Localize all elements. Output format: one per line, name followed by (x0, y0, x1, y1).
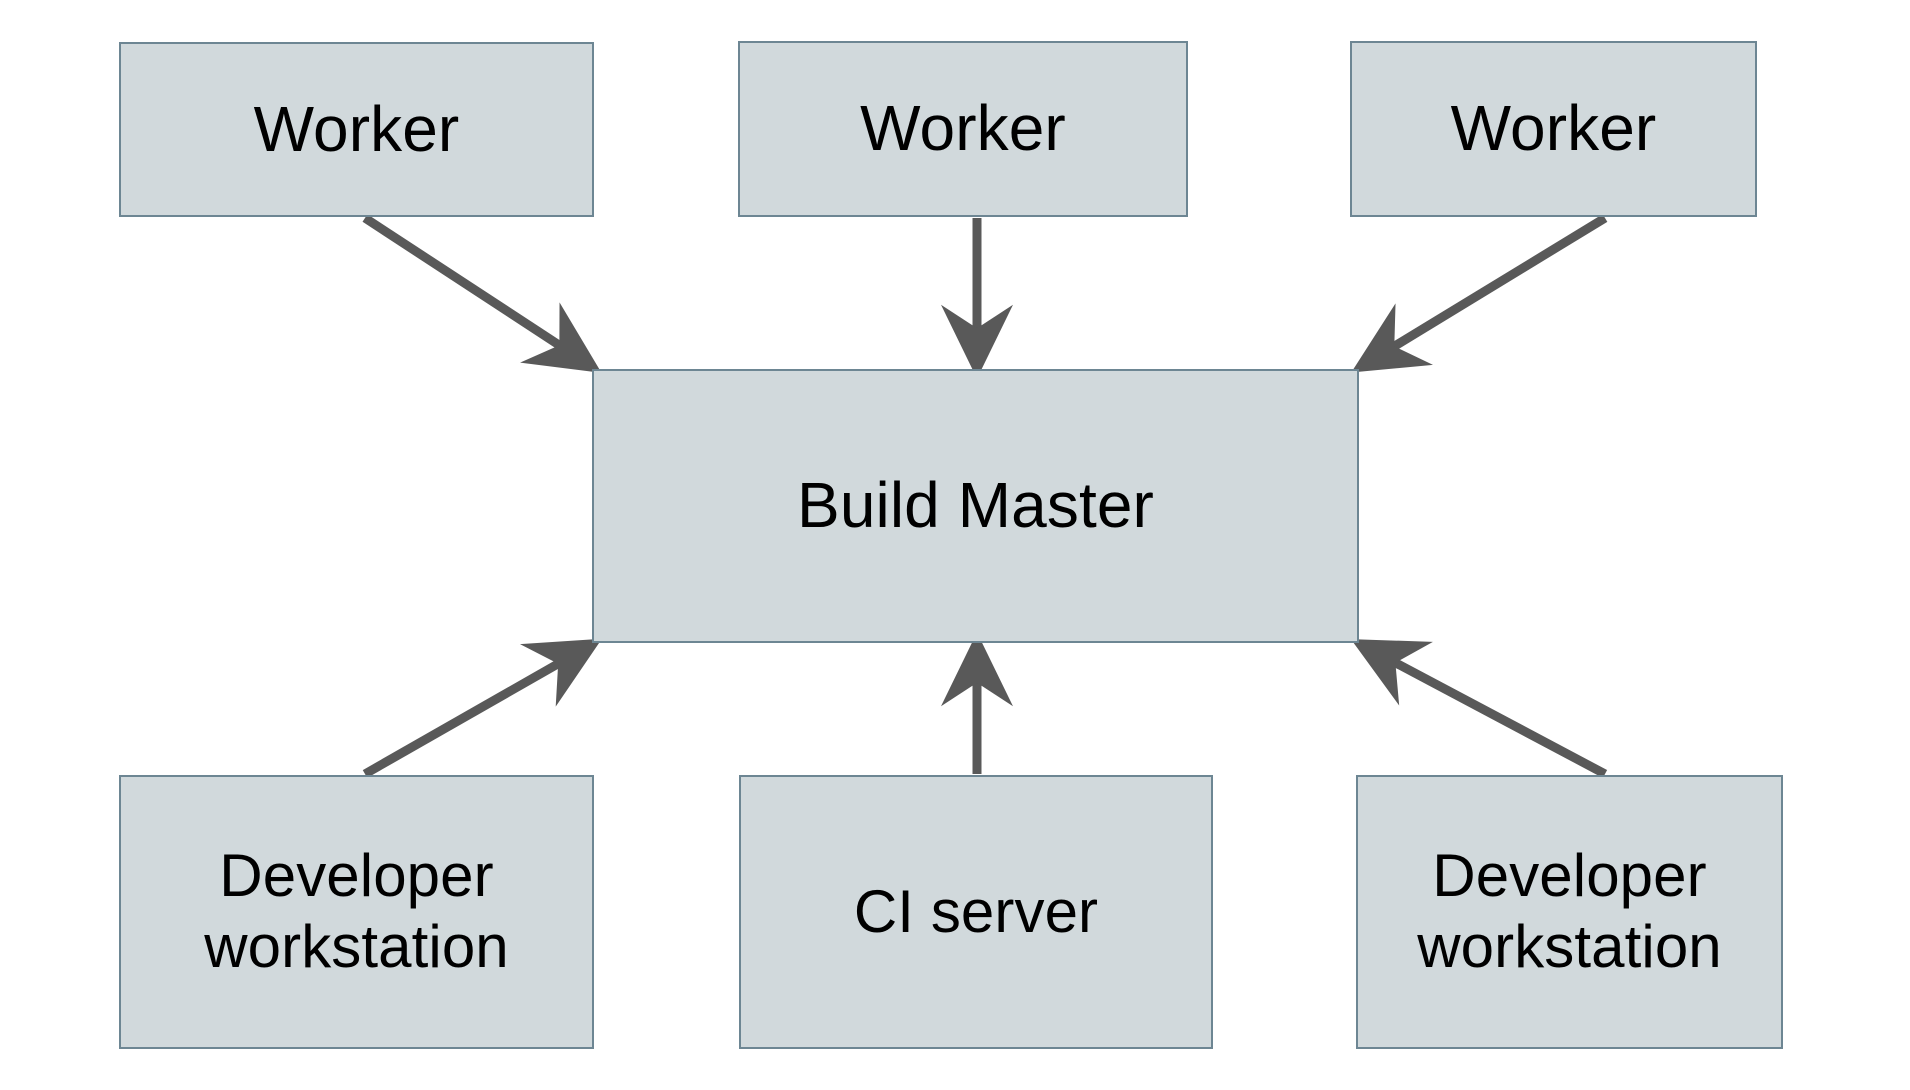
node-ci-server-label: CI server (853, 877, 1099, 945)
edge-dev-right-to-build-master (1350, 639, 1608, 778)
node-worker-3[interactable]: Worker (1350, 41, 1757, 217)
edge-worker-1-to-build-master (362, 214, 602, 373)
node-worker-1[interactable]: Worker (119, 42, 594, 217)
node-developer-workstation-left-label: Developer workstation (204, 842, 509, 980)
node-developer-workstation-right-label: Developer workstation (1417, 842, 1722, 980)
node-developer-workstation-left[interactable]: Developer workstation (119, 775, 594, 1049)
node-worker-2-label: Worker (860, 92, 1066, 165)
edge-dev-left-to-build-master (362, 638, 602, 778)
node-worker-1-label: Worker (253, 92, 460, 165)
node-ci-server[interactable]: CI server (739, 775, 1213, 1049)
node-build-master[interactable]: Build Master (592, 369, 1359, 643)
node-worker-3-label: Worker (1450, 92, 1657, 165)
node-build-master-label: Build Master (797, 469, 1154, 542)
edge-worker-3-to-build-master (1351, 214, 1608, 373)
node-worker-2[interactable]: Worker (738, 41, 1188, 217)
node-developer-workstation-right[interactable]: Developer workstation (1356, 775, 1783, 1049)
